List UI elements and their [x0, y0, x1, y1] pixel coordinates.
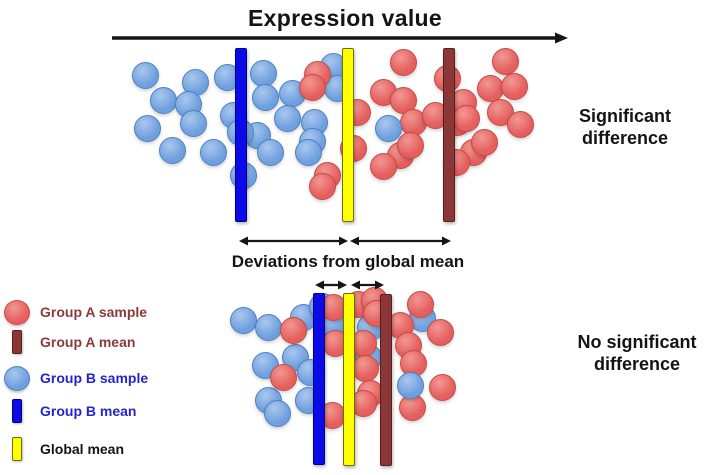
group-b-sample-dot — [158, 136, 186, 164]
group-b-sample-dot — [199, 138, 227, 166]
group-b-sample-dot — [256, 138, 284, 166]
deviations-label: Deviations from global mean — [231, 252, 465, 271]
legend-item-group-a-mean: Group A mean — [2, 329, 135, 355]
group-b-sample-dot — [374, 114, 402, 142]
group-b-sample-dot — [263, 399, 291, 427]
no-significant-difference-label: No significant difference — [577, 332, 697, 374]
legend-label-global-mean: Global mean — [40, 441, 125, 457]
group-a-sample-dot — [308, 172, 336, 200]
group-a-sample-dot — [369, 152, 397, 180]
group-a-sample-dot — [500, 72, 528, 100]
group-a-sample-dot — [491, 47, 519, 75]
group-a-sample-dot — [351, 354, 379, 382]
legend-item-global-mean: Global mean — [2, 436, 124, 462]
group-a-mean-bar-top — [443, 48, 455, 222]
global-mean-bar-top — [342, 48, 354, 222]
group-a-sample-dot — [426, 318, 454, 346]
legend-item-group-b-sample: Group B sample — [2, 365, 148, 391]
group-b-sample-circle-icon — [4, 365, 30, 391]
group-a-sample-dot — [506, 110, 534, 138]
legend-swatch-group-b-mean — [2, 399, 32, 423]
group-b-sample-dot — [179, 109, 207, 137]
group-a-mean-bar-icon — [12, 330, 22, 354]
group-a-sample-dot — [406, 290, 434, 318]
legend-label-group-b-sample: Group B sample — [40, 370, 149, 386]
group-b-sample-dot — [294, 138, 322, 166]
group-a-sample-dot — [279, 316, 307, 344]
axis-title: Expression value — [248, 5, 442, 31]
legend-swatch-group-a-sample — [2, 299, 32, 325]
group-a-mean-bar-bottom — [380, 294, 392, 466]
group-b-mean-bar-icon — [12, 399, 22, 423]
group-b-sample-dot — [273, 104, 301, 132]
legend-label-group-a-mean: Group A mean — [40, 334, 136, 350]
legend-swatch-group-b-sample — [2, 365, 32, 391]
legend-swatch-global-mean — [2, 437, 32, 461]
legend-item-group-b-mean: Group B mean — [2, 398, 136, 424]
group-b-sample-dot — [396, 371, 424, 399]
group-a-sample-dot — [389, 48, 417, 76]
legend-label-group-a-sample: Group A sample — [40, 304, 148, 320]
significant-difference-label: Significant difference — [578, 106, 671, 148]
group-b-sample-dot — [229, 306, 257, 334]
group-b-sample-dot — [254, 313, 282, 341]
group-b-sample-dot — [133, 114, 161, 142]
group-a-sample-dot — [476, 74, 504, 102]
group-a-sample-dot — [470, 128, 498, 156]
group-a-sample-dot — [452, 104, 480, 132]
group-b-sample-dot — [249, 59, 277, 87]
group-a-sample-dot — [396, 131, 424, 159]
global-mean-bar-bottom — [343, 293, 355, 466]
legend-swatch-group-a-mean — [2, 330, 32, 354]
group-a-sample-dot — [298, 73, 326, 101]
group-b-mean-bar-bottom — [313, 293, 325, 465]
legend-item-group-a-sample: Group A sample — [2, 299, 147, 325]
global-mean-bar-icon — [12, 437, 22, 461]
group-b-sample-dot — [131, 61, 159, 89]
legend-label-group-b-mean: Group B mean — [40, 403, 137, 419]
group-b-sample-dot — [251, 83, 279, 111]
group-a-sample-dot — [269, 363, 297, 391]
group-b-mean-bar-top — [235, 48, 247, 222]
group-a-sample-circle-icon — [4, 299, 30, 325]
group-a-sample-dot — [428, 373, 456, 401]
